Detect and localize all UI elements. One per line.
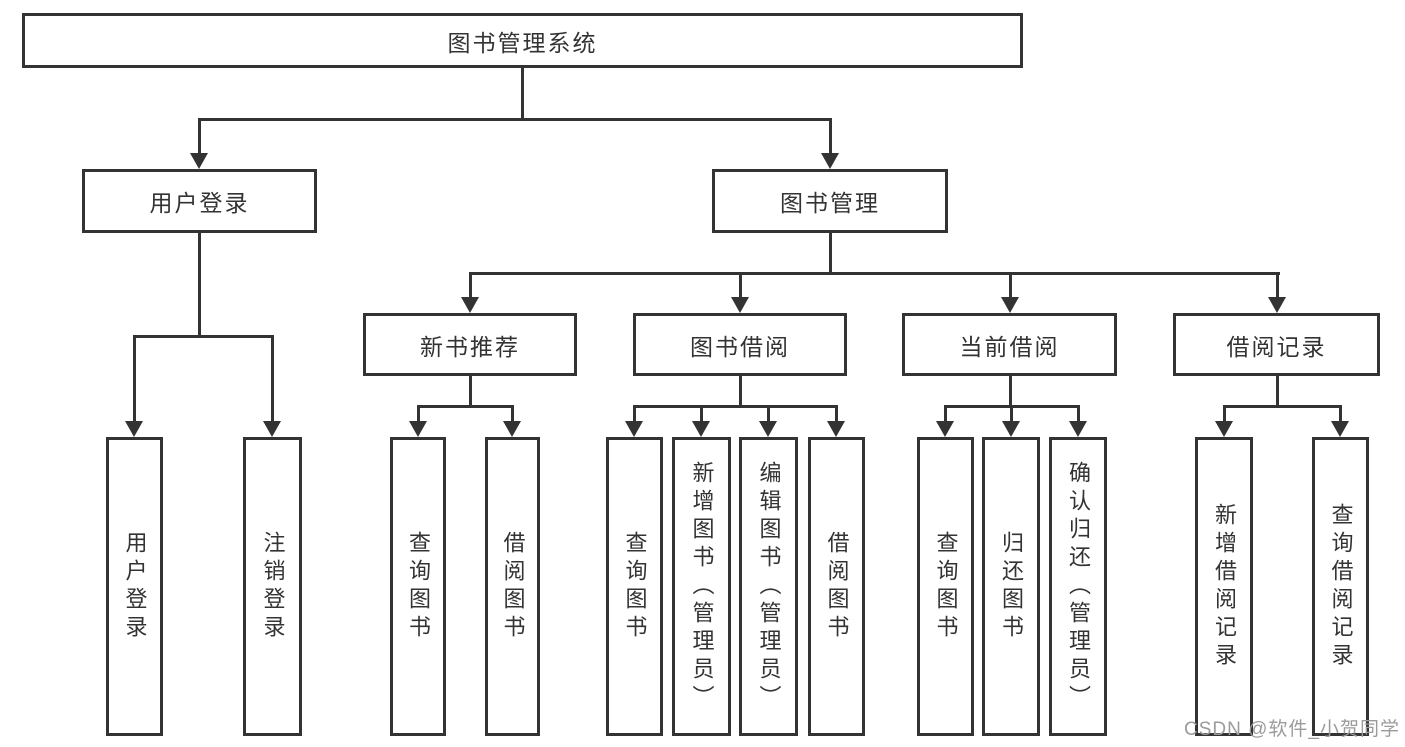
leaf-borrow-edit-admin-label: 编辑图书（管理员） bbox=[756, 460, 782, 713]
leaf-record-add: 新增借阅记录 bbox=[1195, 437, 1253, 736]
connector-newbook-stub bbox=[468, 376, 472, 406]
connector-user-stub bbox=[197, 233, 201, 336]
connector-current-stub bbox=[1008, 376, 1012, 406]
leaf-logout: 注销登录 bbox=[243, 437, 302, 736]
leaf-current-query: 查询图书 bbox=[917, 437, 974, 736]
leaf-borrow-add-admin-label: 新增图书（管理员） bbox=[689, 460, 715, 713]
leaf-current-query-label: 查询图书 bbox=[933, 530, 959, 643]
arrow-newbook-borrow bbox=[503, 406, 521, 437]
leaf-current-confirm-admin: 确认归还（管理员） bbox=[1049, 437, 1107, 736]
arrow-newbook-query bbox=[409, 406, 427, 437]
arrow-record-add bbox=[1215, 406, 1233, 437]
leaf-borrow-borrow-label: 借阅图书 bbox=[824, 530, 850, 643]
arrow-current-return bbox=[1002, 406, 1020, 437]
leaf-borrow-edit-admin: 编辑图书（管理员） bbox=[739, 437, 798, 736]
node-borrow-record-label: 借阅记录 bbox=[1226, 333, 1327, 360]
arrow-to-book-management bbox=[821, 119, 839, 169]
arrow-to-leaf-logout bbox=[263, 336, 281, 437]
arrow-to-borrow-record bbox=[1268, 273, 1286, 313]
node-borrow-record: 借阅记录 bbox=[1173, 313, 1380, 376]
leaf-current-return-label: 归还图书 bbox=[999, 530, 1024, 643]
arrow-to-new-book-recommend bbox=[461, 273, 479, 313]
leaf-record-add-label: 新增借阅记录 bbox=[1212, 502, 1237, 671]
node-new-book-recommend-label: 新书推荐 bbox=[420, 333, 520, 360]
node-book-management-label: 图书管理 bbox=[780, 190, 880, 216]
leaf-borrow-borrow: 借阅图书 bbox=[808, 437, 865, 736]
node-book-borrow: 图书借阅 bbox=[633, 313, 847, 376]
arrow-to-leaf-user-login bbox=[125, 336, 143, 437]
node-library-system-label: 图书管理系统 bbox=[447, 29, 598, 56]
arrow-borrow-edit bbox=[759, 406, 777, 437]
arrow-current-confirm bbox=[1069, 406, 1087, 437]
leaf-user-login: 用户登录 bbox=[106, 437, 163, 736]
connector-borrow-stub bbox=[738, 376, 742, 406]
connector-record-stub bbox=[1275, 376, 1279, 406]
leaf-newbook-query-label: 查询图书 bbox=[406, 530, 431, 643]
leaf-current-confirm-admin-label: 确认归还（管理员） bbox=[1066, 460, 1091, 713]
node-current-borrow-label: 当前借阅 bbox=[959, 333, 1060, 360]
leaf-record-query: 查询借阅记录 bbox=[1312, 437, 1369, 736]
leaf-user-login-label: 用户登录 bbox=[122, 530, 148, 643]
connector-mgmt-stub bbox=[828, 233, 832, 273]
leaf-logout-label: 注销登录 bbox=[260, 530, 286, 643]
leaf-borrow-query-label: 查询图书 bbox=[622, 530, 648, 643]
leaf-record-query-label: 查询借阅记录 bbox=[1328, 502, 1354, 671]
node-user-login: 用户登录 bbox=[82, 169, 317, 233]
leaf-newbook-borrow: 借阅图书 bbox=[485, 437, 540, 736]
connector-borrow-hline bbox=[633, 404, 838, 408]
connector-mgmt-hline bbox=[468, 271, 1280, 275]
arrow-to-user-login bbox=[190, 119, 208, 169]
leaf-newbook-borrow-label: 借阅图书 bbox=[500, 530, 526, 643]
arrow-borrow-borrow bbox=[827, 406, 845, 437]
leaf-newbook-query: 查询图书 bbox=[390, 437, 446, 736]
arrow-current-query bbox=[936, 406, 954, 437]
watermark-text: CSDN @软件_小贺同学 bbox=[1184, 719, 1400, 740]
connector-newbook-hline bbox=[416, 404, 514, 408]
arrow-borrow-query bbox=[625, 406, 643, 437]
leaf-borrow-add-admin: 新增图书（管理员） bbox=[672, 437, 731, 736]
connector-root-hline bbox=[197, 117, 832, 121]
leaf-borrow-query: 查询图书 bbox=[606, 437, 663, 736]
node-book-management: 图书管理 bbox=[712, 169, 948, 233]
node-current-borrow: 当前借阅 bbox=[902, 313, 1117, 376]
node-library-system: 图书管理系统 bbox=[22, 13, 1023, 68]
arrow-record-query bbox=[1331, 406, 1349, 437]
arrow-to-book-borrow bbox=[731, 273, 749, 313]
node-book-borrow-label: 图书借阅 bbox=[690, 333, 790, 360]
arrow-borrow-add bbox=[692, 406, 710, 437]
arrow-to-current-borrow bbox=[1001, 273, 1019, 313]
connector-user-hline bbox=[133, 334, 274, 338]
connector-root-stub bbox=[520, 68, 524, 119]
node-user-login-label: 用户登录 bbox=[149, 190, 250, 216]
connector-record-hline bbox=[1222, 404, 1342, 408]
node-new-book-recommend: 新书推荐 bbox=[363, 313, 577, 376]
leaf-current-return: 归还图书 bbox=[982, 437, 1040, 736]
